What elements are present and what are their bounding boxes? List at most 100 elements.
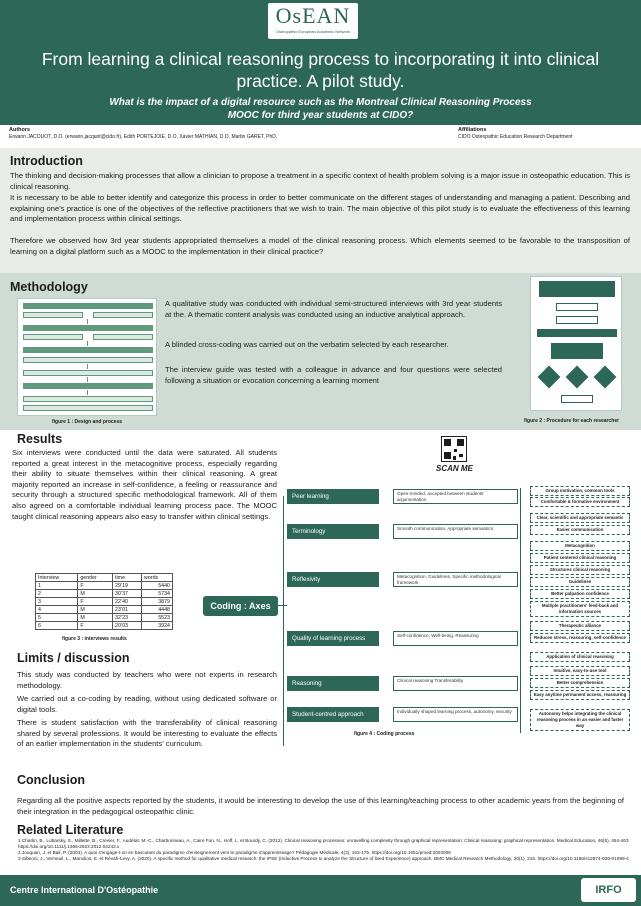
interviews-table: Interview gender time words 1 F 29’19 54… xyxy=(34,573,173,630)
method-paragraph-1: A qualitative study was conducted with i… xyxy=(165,299,502,319)
poster-title: From learning a clinical reasoning proce… xyxy=(41,49,600,91)
logo-title: OsEAN xyxy=(275,3,351,28)
code-leaf: Guidelines xyxy=(530,577,630,587)
flow-step xyxy=(23,334,83,340)
table-cell: M xyxy=(77,589,114,598)
footer-band xyxy=(0,875,641,906)
authors-heading: Authors xyxy=(9,127,31,133)
table-cell: 32’23 xyxy=(112,613,143,622)
intro-paragraph-2: It is necessary to be able to better ide… xyxy=(10,193,630,224)
flow-step xyxy=(23,312,83,318)
table-cell: F xyxy=(77,581,114,590)
qr-code[interactable] xyxy=(441,436,467,462)
table-cell: F xyxy=(77,621,114,630)
procedure-step xyxy=(537,329,617,337)
qr-module xyxy=(459,454,463,457)
flow-arrow xyxy=(87,377,88,382)
conclusion-paragraph: Regarding all the positive aspects repor… xyxy=(17,796,625,816)
flow-step xyxy=(23,357,153,363)
coding-axes-root: Coding : Axes xyxy=(203,596,278,616)
procedure-step xyxy=(551,343,603,359)
axis-terminology-codes: Smooth communication, Appropriate semant… xyxy=(393,524,518,539)
table-cell: M xyxy=(77,605,114,614)
flow-step xyxy=(23,347,153,353)
axis-reflexivity-codes: Metacognition, Guidelines, Specific meth… xyxy=(393,572,518,587)
procedure-step xyxy=(556,316,598,324)
table-cell: 5523 xyxy=(141,613,173,622)
flow-step xyxy=(23,370,153,376)
limits-paragraph-2: We carried out a co-coding by reading, w… xyxy=(17,694,277,714)
table-cell: 3924 xyxy=(141,621,173,630)
authors-list: Erwann JACOUOT, D.O. (erwann.jacquot@cid… xyxy=(9,134,278,140)
irfo-logo: IRFO xyxy=(581,878,636,902)
table-header-cell: gender xyxy=(77,573,114,582)
code-leaf: Easier communication xyxy=(530,525,630,535)
table-row: 3 F 22’40 3879 xyxy=(34,597,173,606)
axis-peer-learning: Peer learning xyxy=(287,489,379,504)
axis-student-centred-codes: Individually shaped learning process, au… xyxy=(393,707,518,722)
results-paragraph: Six interviews were conducted until the … xyxy=(12,448,277,521)
design-process-figure xyxy=(17,298,157,416)
code-leaf: Group motivation, common tools xyxy=(530,486,630,496)
methodology-heading: Methodology xyxy=(10,280,88,294)
connector-line xyxy=(283,496,284,746)
researcher-procedure-figure xyxy=(530,276,622,411)
table-cell: 1 xyxy=(34,581,79,590)
code-leaf: Reduces stress, reassuring, self-confide… xyxy=(530,633,630,643)
literature-heading: Related Literature xyxy=(17,823,124,837)
reference-item: 1.Charlin, B., Lubarsky, S., Millette, B… xyxy=(18,838,630,849)
code-leaf: Multiple practitioners' feed-back and in… xyxy=(530,601,630,617)
method-paragraph-3: The interview guide was tested with a co… xyxy=(165,365,502,385)
intro-paragraph-3: Therefore we observed how 3rd year stude… xyxy=(10,236,630,256)
flow-arrow xyxy=(87,341,88,346)
procedure-step xyxy=(539,281,615,297)
results-heading: Results xyxy=(17,432,63,446)
table-cell: 3 xyxy=(34,597,79,606)
flow-step xyxy=(93,312,153,318)
flow-step xyxy=(23,383,153,389)
intro-paragraph-1: The thinking and decision-making process… xyxy=(10,171,630,191)
flow-arrow xyxy=(87,364,88,369)
table-cell: M xyxy=(77,613,114,622)
table-header-cell: time xyxy=(112,573,143,582)
code-leaf: Metacognition xyxy=(530,541,630,551)
procedure-step xyxy=(561,395,593,403)
table-cell: 3879 xyxy=(141,597,173,606)
code-leaf: Easy anytime permanent access, reassurin… xyxy=(530,690,630,700)
scan-me-label: SCAN ME xyxy=(436,464,473,473)
table-row: 6 F 20’03 3924 xyxy=(34,621,173,630)
axis-terminology: Terminology xyxy=(287,524,379,539)
table-cell: 4448 xyxy=(141,605,173,614)
cido-logo: Centre International D'Ostéopathie xyxy=(10,885,159,895)
flow-step xyxy=(23,325,153,331)
introduction-band xyxy=(0,148,641,273)
references-list: 1.Charlin, B., Lubarsky, S., Millette, B… xyxy=(18,838,630,862)
table-row: 2 M 30’37 5734 xyxy=(34,589,173,598)
conclusion-heading: Conclusion xyxy=(17,773,86,787)
procedure-decision xyxy=(593,365,617,389)
affiliations-heading: Affiliations xyxy=(458,127,487,133)
code-leaf: Clear, scientific and appropriate semant… xyxy=(530,513,630,523)
code-leaf: Therapeutic alliance xyxy=(530,621,630,631)
code-leaf: Application of clinical reasoning xyxy=(530,652,630,662)
flow-step xyxy=(23,405,153,411)
table-cell: 5440 xyxy=(141,581,173,590)
osean-logo: OsEAN Osteopathic European Academic Netw… xyxy=(268,3,358,39)
reference-item: 3.Sibeoni, J., Verneuil, L., Manolios, E… xyxy=(18,856,629,861)
figure-3-caption: figure 3 : interviews results xyxy=(62,636,127,642)
axis-quality-learning: Quality of learning process xyxy=(287,631,379,646)
axis-reflexivity: Reflexivity xyxy=(287,572,379,587)
figure-1-caption: figure 1 : Design and process xyxy=(52,419,123,425)
flow-arrow xyxy=(87,319,88,324)
procedure-decision xyxy=(565,365,589,389)
code-leaf: Better palpation confidence xyxy=(530,589,630,599)
limits-heading: Limits / discussion xyxy=(17,651,130,665)
reference-item: 2.Jouquan, J. et Bail, P. (2003). A quoi… xyxy=(18,850,451,855)
table-row: 4 M 23’01 4448 xyxy=(34,605,173,614)
code-leaf: Patient centered clinical reasoning xyxy=(530,553,630,563)
code-leaf: Intuitive, easy-to-use tool xyxy=(530,666,630,676)
axis-reasoning: Reasoning xyxy=(287,676,379,691)
flow-arrow xyxy=(87,390,88,395)
table-header-cell: words xyxy=(141,573,173,582)
code-leaf: Structures clinical reasoning xyxy=(530,565,630,575)
